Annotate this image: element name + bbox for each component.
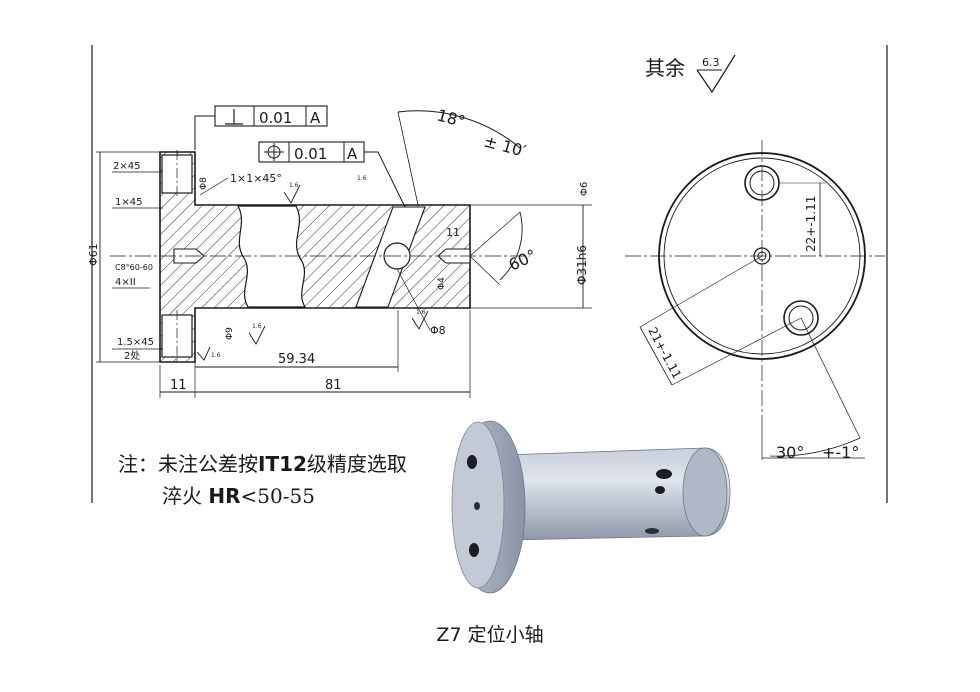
chamfer-bottom-sub: 2处 bbox=[124, 350, 140, 362]
angle-center-value: 60° bbox=[506, 245, 540, 274]
length-11b: 11 bbox=[446, 226, 460, 239]
diameter-8b: Φ8 bbox=[430, 324, 446, 337]
angle-top-tol: ± 10′ bbox=[482, 132, 528, 161]
center-hole-spec: C8°60-60 bbox=[115, 263, 153, 272]
note-line2-hr: HR bbox=[208, 484, 241, 508]
roughness-label: 其余 bbox=[645, 56, 685, 80]
note-line2-suffix: <50-55 bbox=[240, 484, 315, 508]
note-line2-prefix: 淬火 bbox=[162, 484, 202, 508]
center-hole-sub: 4×II bbox=[115, 277, 136, 288]
note-line1-grade: IT12 bbox=[258, 452, 307, 476]
roughness-small-2: 1.6 bbox=[252, 323, 262, 330]
end-view: 22+-1.11 21+-1.11 30° +-1° bbox=[625, 140, 885, 462]
note-line-2: 淬火 HR<50-55 bbox=[118, 480, 407, 512]
position-value: 0.01 bbox=[294, 145, 327, 163]
section-view bbox=[110, 150, 530, 364]
length-81: 81 bbox=[325, 378, 342, 393]
diameter-4: Φ4 bbox=[437, 277, 447, 290]
diameter-9: Φ9 bbox=[225, 327, 235, 340]
notes-block: 注：未注公差按IT12级精度选取 淬火 HR<50-55 bbox=[118, 448, 407, 512]
end-view-dim1: 22+-1.11 bbox=[804, 196, 818, 252]
length-59: 59.34 bbox=[278, 352, 315, 367]
length-11: 11 bbox=[170, 378, 187, 393]
roughness-small-1: 1.6 bbox=[289, 182, 299, 189]
diameter-8a: Φ8 bbox=[199, 177, 209, 190]
end-view-dim2: 21+-1.11 bbox=[645, 325, 684, 381]
perpendicularity-datum: A bbox=[310, 109, 321, 127]
note-line-1: 注：未注公差按IT12级精度选取 bbox=[118, 448, 407, 480]
end-view-angle-tol: +-1° bbox=[822, 443, 859, 462]
chamfer-flange: 1×45 bbox=[115, 197, 142, 208]
roughness-value: 6.3 bbox=[702, 56, 720, 69]
outer-diameter: Φ61 bbox=[87, 243, 100, 266]
roughness-symbol: 其余 6.3 bbox=[645, 54, 736, 94]
roughness-small-3: 1.6 bbox=[211, 352, 221, 359]
position-datum: A bbox=[347, 145, 358, 163]
chamfer-bottom: 1.5×45 bbox=[117, 337, 154, 348]
angle-top-value: 18° bbox=[435, 106, 467, 132]
note-line1-prefix: 注：未注公差按 bbox=[118, 452, 258, 476]
break-region bbox=[237, 205, 307, 308]
shaft-diameter: Φ31h6 bbox=[575, 245, 589, 285]
part-3d-render bbox=[451, 420, 731, 594]
chamfer-top: 2×45 bbox=[113, 161, 140, 172]
perpendicularity-value: 0.01 bbox=[259, 109, 292, 127]
figure-caption: Z7 定位小轴 bbox=[436, 624, 544, 646]
end-view-angle: 30° bbox=[776, 443, 804, 462]
tolerance-frame-position: 0.01 A bbox=[258, 141, 406, 208]
roughness-small-5: 1.6 bbox=[357, 175, 367, 182]
chamfer-hole: 1×1×45° bbox=[230, 172, 282, 185]
diameter-6: Φ6 bbox=[579, 182, 590, 196]
tolerance-frame-perpendicularity: 0.01 A bbox=[194, 105, 328, 150]
note-line1-suffix: 级精度选取 bbox=[306, 452, 407, 476]
